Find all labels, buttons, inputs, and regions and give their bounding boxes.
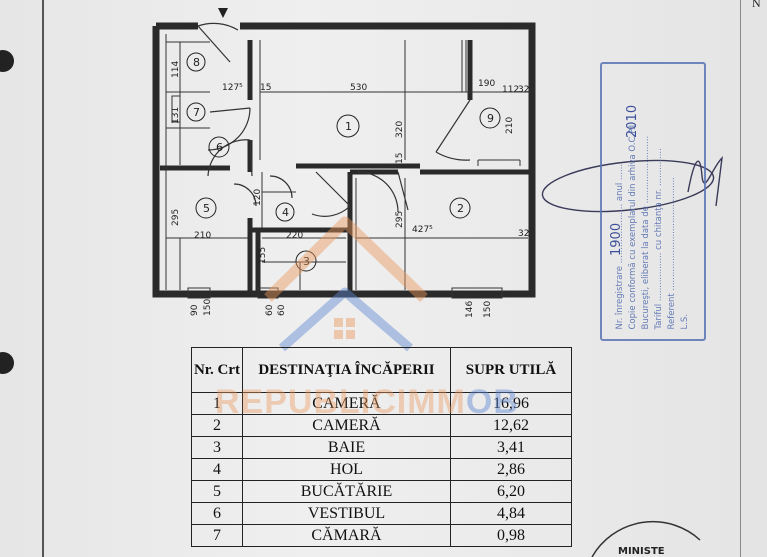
ministry-seal: MINISTE — [591, 521, 701, 557]
stamp-line: Bucureşti, eliberat la data de .........… — [641, 135, 651, 329]
dimension-label: 210 — [505, 117, 515, 134]
dimension-label: 131 — [171, 107, 181, 124]
interior-walls — [160, 40, 532, 294]
row-room-name: CĂMARĂ — [242, 524, 451, 547]
dimension-label: 127⁵ — [222, 83, 243, 93]
dimension-label: 15 — [260, 83, 271, 93]
row-nr: 6 — [191, 502, 243, 525]
stamp-line: Nr. înregistrare ...................... … — [615, 163, 625, 329]
handwritten-year: 2010 — [625, 105, 640, 138]
room-label-5: 5 — [203, 202, 210, 215]
dimension-label: 32 — [518, 85, 529, 95]
handwritten-number: 1900 — [609, 223, 624, 256]
row-area: 0,98 — [450, 524, 572, 547]
north-arrow-icon — [218, 8, 228, 18]
row-nr: 2 — [191, 414, 243, 437]
rooms-area-table: Nr. Crt DESTINAŢIA ÎNCĂPERII SUPR UTILĂ … — [191, 347, 572, 547]
row-room-name: CAMERĂ — [242, 414, 451, 437]
dimension-label: 427⁵ — [412, 225, 433, 235]
table-header-row: Nr. Crt DESTINAŢIA ÎNCĂPERII SUPR UTILĂ — [191, 347, 572, 393]
room-label-1: 1 — [345, 120, 352, 133]
room-label-9: 9 — [487, 112, 494, 125]
row-area: 6,20 — [450, 480, 572, 503]
seal-text: MINISTE — [618, 546, 665, 557]
row-area: 12,62 — [450, 414, 572, 437]
row-nr: 4 — [191, 458, 243, 481]
dimension-label: 120 — [253, 189, 263, 206]
header-area: SUPR UTILĂ — [450, 347, 572, 393]
header-nr: Nr. Crt — [191, 347, 243, 393]
row-nr: 1 — [191, 392, 243, 415]
stamp-line: Copie conformă cu exemplarul din arhiva … — [628, 121, 638, 329]
table-row: 1 CAMERĂ 16,96 — [191, 392, 572, 415]
dimension-label: 190 — [478, 79, 495, 89]
row-area: 4,84 — [450, 502, 572, 525]
table-row: 3 BAIE 3,41 — [191, 436, 572, 459]
dimension-label: 60 — [277, 304, 287, 316]
registration-stamp: Nr. înregistrare ...................... … — [600, 62, 706, 341]
dimension-label: 112 — [502, 85, 519, 95]
handwritten-signature — [541, 156, 723, 213]
row-nr: 5 — [191, 480, 243, 503]
watermark-house-icon — [264, 216, 428, 352]
row-area: 3,41 — [450, 436, 572, 459]
table-row: 4 HOL 2,86 — [191, 458, 572, 481]
room-label-3: 3 — [303, 255, 310, 268]
row-room-name: CAMERĂ — [242, 392, 451, 415]
table-row: 5 BUCĂTĂRIE 6,20 — [191, 480, 572, 503]
dimension-label: 295 — [171, 209, 181, 226]
table-row: 6 VESTIBUL 4,84 — [191, 502, 572, 525]
door-swings — [197, 22, 471, 217]
dimension-label: 146 — [465, 301, 475, 318]
row-nr: 7 — [191, 524, 243, 547]
dimension-label: 150 — [203, 299, 213, 316]
dimension-label: 530 — [350, 83, 367, 93]
row-room-name: HOL — [242, 458, 451, 481]
windows — [171, 40, 503, 299]
dimension-label: 155 — [258, 247, 268, 264]
stamp-text-block: Nr. înregistrare ...................... … — [614, 74, 692, 329]
table-row: 2 CAMERĂ 12,62 — [191, 414, 572, 437]
room-label-7: 7 — [193, 106, 200, 119]
dimension-label: 114 — [171, 61, 181, 78]
margin-line — [42, 0, 44, 557]
row-area: 16,96 — [450, 392, 572, 415]
room-label-6: 6 — [216, 141, 223, 154]
dimension-label: 210 — [194, 231, 211, 241]
stamp-line: Tariful .................. cu chitanţa n… — [654, 147, 664, 329]
room-label-4: 4 — [282, 206, 289, 219]
dimension-label: 60 — [265, 304, 275, 316]
row-nr: 3 — [191, 436, 243, 459]
dimension-label: 15 — [395, 153, 405, 164]
stamp-line: L.S. — [680, 313, 690, 329]
stamp-line: Referent ...............................… — [667, 176, 677, 329]
dimension-label: 90 — [190, 304, 200, 316]
row-area: 2,86 — [450, 458, 572, 481]
dimension-label: 32 — [518, 229, 529, 239]
punch-hole — [0, 50, 14, 72]
dimension-label: 150 — [483, 301, 493, 318]
row-room-name: BAIE — [242, 436, 451, 459]
outer-walls — [152, 22, 536, 298]
room-number-circles — [186, 52, 501, 272]
dimension-label: 320 — [395, 121, 405, 138]
dimension-label: 220 — [286, 231, 303, 241]
corner-glyph: N — [752, 0, 761, 10]
row-room-name: BUCĂTĂRIE — [242, 480, 451, 503]
page-edge-line — [740, 0, 741, 557]
room-label-8: 8 — [193, 56, 200, 69]
room-label-2: 2 — [457, 202, 464, 215]
dimension-label: 295 — [395, 211, 405, 228]
table-row: 7 CĂMARĂ 0,98 — [191, 524, 572, 547]
interior-detail-lines — [165, 34, 530, 290]
header-destination: DESTINAŢIA ÎNCĂPERII — [242, 347, 451, 393]
row-room-name: VESTIBUL — [242, 502, 451, 525]
punch-hole — [0, 352, 14, 374]
